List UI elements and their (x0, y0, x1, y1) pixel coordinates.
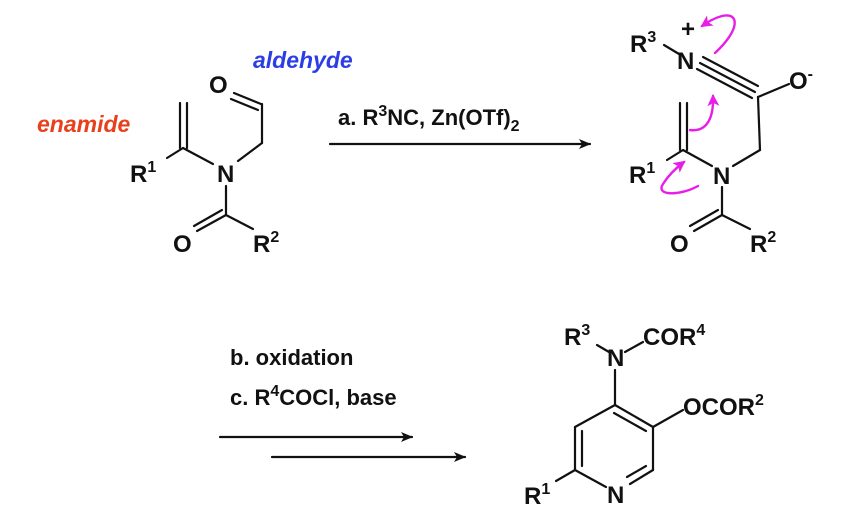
product: R3 N COR4 OCOR2 R1 N (524, 322, 764, 508)
atom-r1: R1 (629, 160, 655, 189)
steps-b-c: b. oxidation c. R4COCl, base (218, 345, 467, 462)
group-ocor2: OCOR2 (683, 392, 764, 421)
atom-r3: R3 (630, 29, 656, 58)
atom-n: N (217, 161, 234, 188)
intermediate: R3 + N O- R1 N O R2 (629, 14, 813, 258)
atom-r1: R1 (130, 159, 156, 188)
curly-arrow-nitrogen-lone-pair (660, 160, 700, 195)
starting-material: enamide aldehyde O N R1 O R2 (37, 47, 353, 258)
atom-r2: R2 (253, 229, 279, 258)
atom-o-aldehyde: O (209, 72, 228, 99)
curly-arrow-alkene (688, 94, 720, 132)
atom-r3: R3 (564, 322, 590, 351)
atom-r2: R2 (750, 229, 776, 258)
enamide-label: enamide (37, 111, 131, 137)
curly-arrows (660, 14, 736, 195)
atom-n-ring: N (607, 482, 624, 508)
bonds (165, 91, 264, 233)
aldehyde-label: aldehyde (253, 47, 353, 73)
bonds (554, 340, 685, 489)
atom-o-amide: O (670, 231, 689, 258)
step-a: a. R3NC, Zn(OTf)2 (328, 103, 592, 149)
atom-n: N (713, 163, 730, 190)
atom-o-minus: O- (789, 66, 813, 95)
step-b-conditions: b. oxidation (230, 345, 353, 370)
step-a-conditions: a. R3NC, Zn(OTf)2 (338, 103, 520, 135)
atom-n-amine: N (607, 345, 624, 372)
step-c-conditions: c. R4COCl, base (230, 383, 397, 410)
atom-o-amide: O (173, 231, 192, 258)
atom-n-nitrilium: N (677, 48, 694, 75)
curly-arrow-nitrilium (700, 14, 736, 55)
bonds (662, 43, 791, 233)
group-cor4: COR4 (643, 322, 705, 351)
atom-r1: R1 (524, 481, 550, 508)
charge-plus: + (681, 16, 695, 43)
